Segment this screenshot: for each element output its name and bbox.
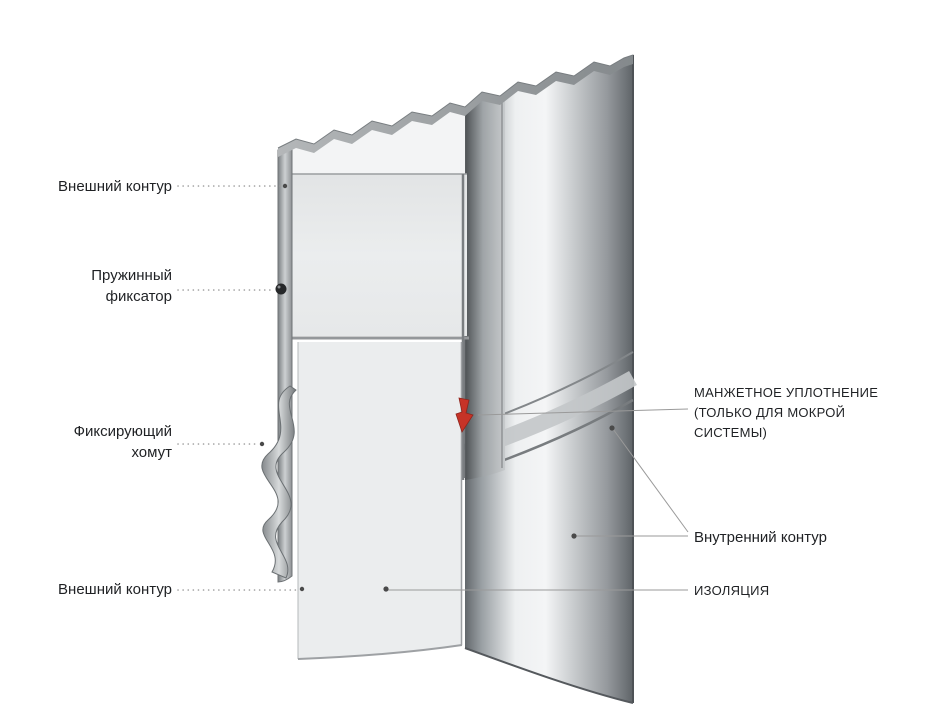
- leader-cuff-seal: [477, 408, 689, 416]
- cuff-seal-shape: [455, 397, 474, 433]
- dot-inner-contour-upper: [609, 425, 615, 431]
- top-mask: [268, 0, 642, 152]
- leader-inner-contour-diagonal: [612, 428, 689, 533]
- outer-wall-strip: [277, 145, 293, 583]
- fixing-clamp: [261, 385, 297, 579]
- dot-inner-contour: [571, 533, 577, 539]
- label-fixing-clamp: Фиксирующий хомут: [73, 423, 172, 462]
- torn-edge-band: [277, 54, 634, 157]
- outer-shell: [284, 86, 469, 660]
- label-inner-contour: Внутренний контур: [694, 529, 827, 546]
- leader-dots: [259, 183, 615, 592]
- inner-wall-cut-strip: [464, 92, 505, 480]
- leader-lines: [177, 185, 689, 591]
- label-insulation: ИЗОЛЯЦИЯ: [694, 583, 770, 598]
- spring-latch: [275, 283, 287, 295]
- label-spring-latch: Пружинный фиксатор: [91, 267, 172, 306]
- dot-insulation: [383, 586, 389, 592]
- label-cuff-seal: МАНЖЕТНОЕ УПЛОТНЕНИЕ (ТОЛЬКО ДЛЯ МОКРОЙ …: [694, 385, 879, 441]
- dot-fixing-clamp: [259, 441, 265, 447]
- inner-pipe-cylinder: [464, 52, 634, 704]
- label-outer-contour-bottom: Внешний контур: [58, 581, 172, 598]
- cuff-seal-marker: [455, 397, 474, 433]
- dot-outer-contour-bottom: [299, 586, 305, 592]
- dot-outer-contour-top: [282, 183, 288, 189]
- label-outer-contour-top: Внешний контур: [58, 178, 172, 195]
